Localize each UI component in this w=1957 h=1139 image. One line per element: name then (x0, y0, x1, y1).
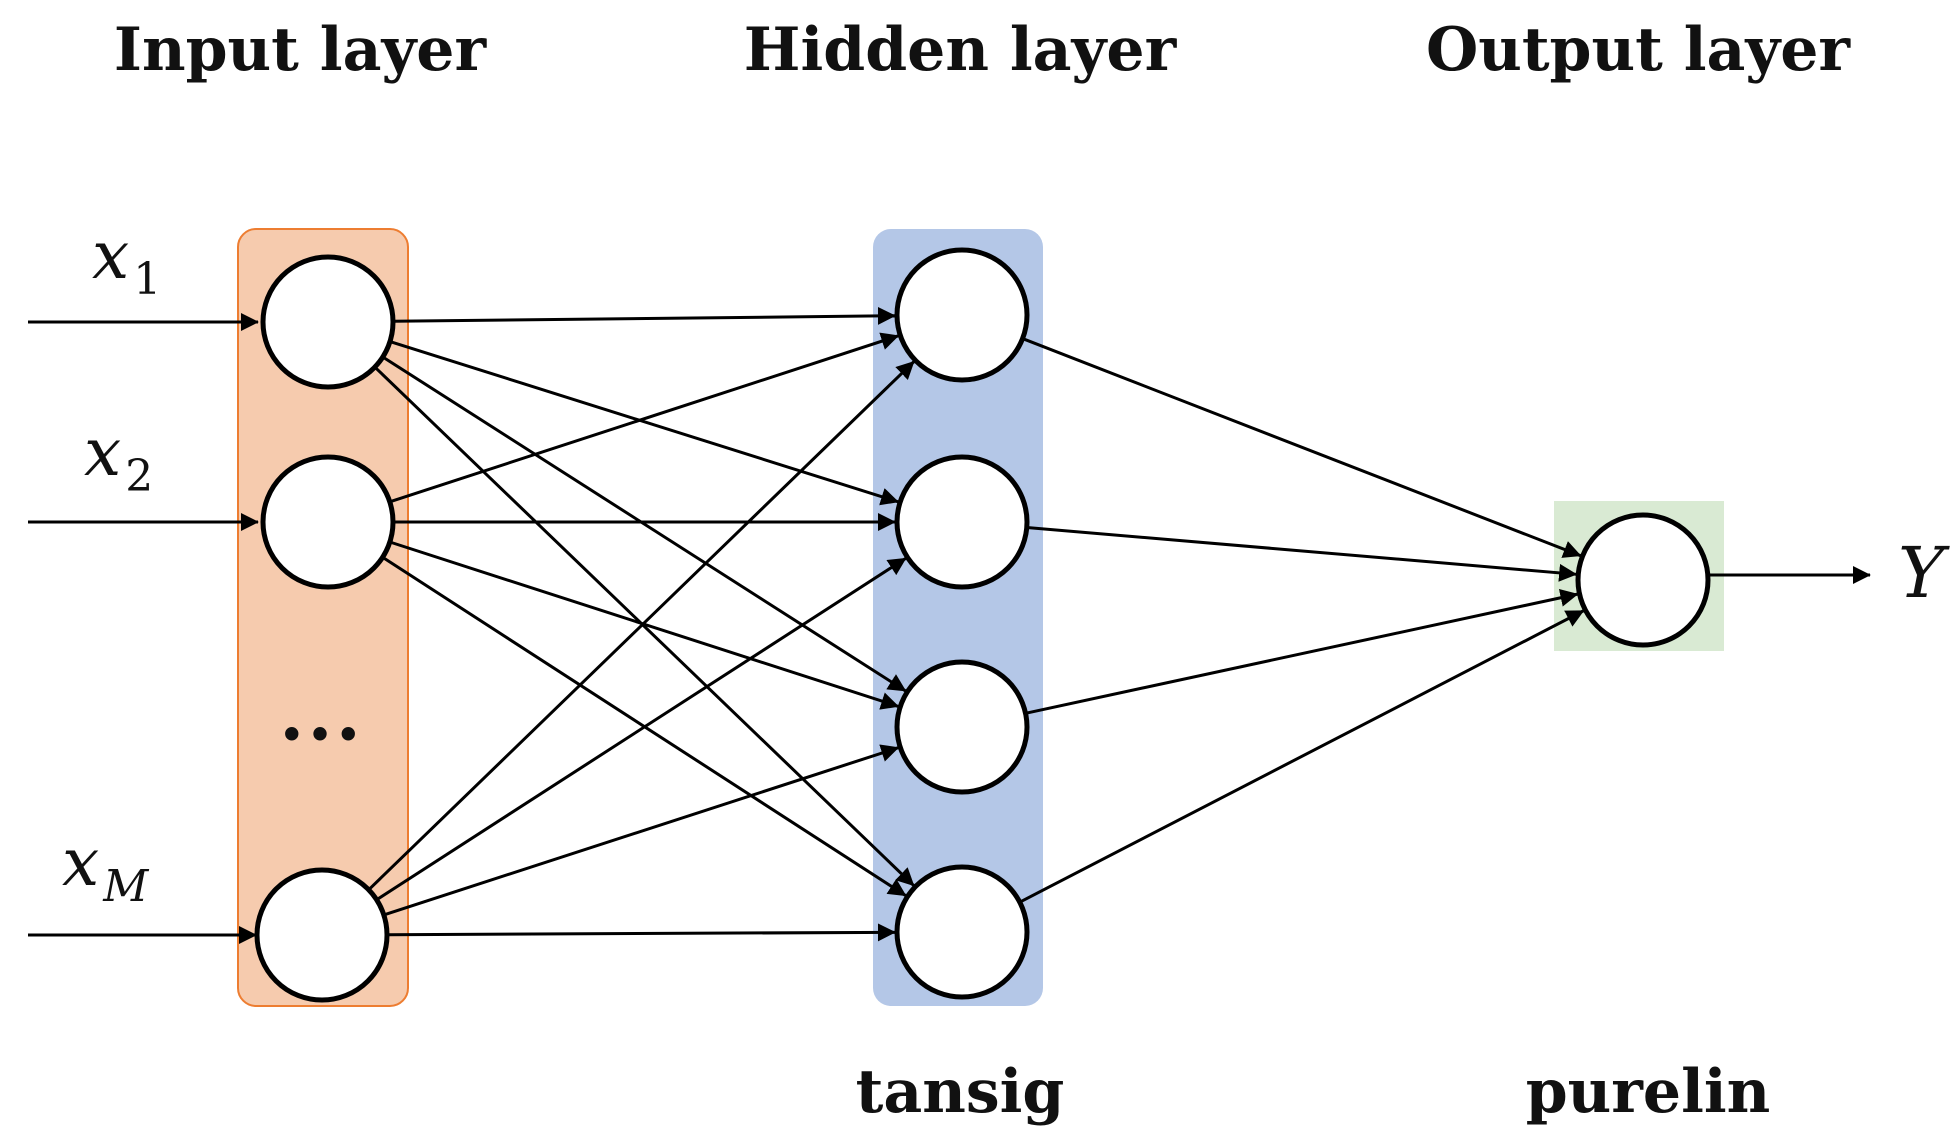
connection-hidden-2-output (1026, 526, 1578, 582)
connections (367, 306, 1585, 942)
input-label-1-subscript: 1 (133, 254, 161, 305)
output-layer-heading: Output layer (1426, 15, 1851, 85)
hidden-node-2 (894, 454, 1030, 590)
connection-input-3-hidden-2 (375, 557, 907, 902)
input-label-m: xM (62, 824, 149, 912)
hidden-layer-heading: Hidden layer (744, 15, 1178, 85)
input-node-1 (260, 254, 396, 390)
input-node-2 (260, 454, 396, 590)
output-activation-label: purelin (1526, 1057, 1771, 1127)
hidden-layer-band (873, 229, 1043, 1006)
connection-input-2-hidden-1 (389, 332, 900, 504)
connection-input-1-hidden-1 (392, 306, 896, 325)
input-label-m-symbol: x (62, 824, 99, 901)
input-ellipsis: ••• (280, 713, 365, 757)
hidden-node-4 (894, 864, 1030, 1000)
input-node-m (254, 867, 390, 1003)
input-layer-band (237, 228, 409, 1007)
connection-input-1-hidden-4 (373, 365, 915, 887)
connection-input-1-hidden-3 (381, 355, 907, 693)
input-label-2-subscript: 2 (125, 451, 153, 502)
input-label-2-symbol: x (84, 414, 121, 491)
connection-hidden-1-output (1022, 337, 1582, 558)
output-node (1575, 512, 1711, 648)
input-label-1-symbol: x (92, 217, 129, 294)
connection-input-3-hidden-1 (367, 360, 915, 891)
connection-input-3-hidden-4 (386, 923, 896, 942)
input-label-1: x1 (92, 217, 161, 305)
hidden-node-3 (894, 659, 1030, 795)
input-label-m-subscript: M (102, 861, 149, 912)
hidden-activation-label: tansig (856, 1057, 1065, 1127)
connection-hidden-4-output (1019, 609, 1585, 904)
connection-input-1-hidden-2 (389, 340, 899, 506)
input-label-2: x2 (84, 414, 153, 502)
output-label: Y (1898, 532, 1950, 614)
input-layer-heading: Input layer (114, 15, 488, 85)
hidden-node-1 (894, 247, 1030, 383)
connection-hidden-3-output (1025, 588, 1579, 715)
connection-input-3-hidden-3 (383, 744, 900, 917)
